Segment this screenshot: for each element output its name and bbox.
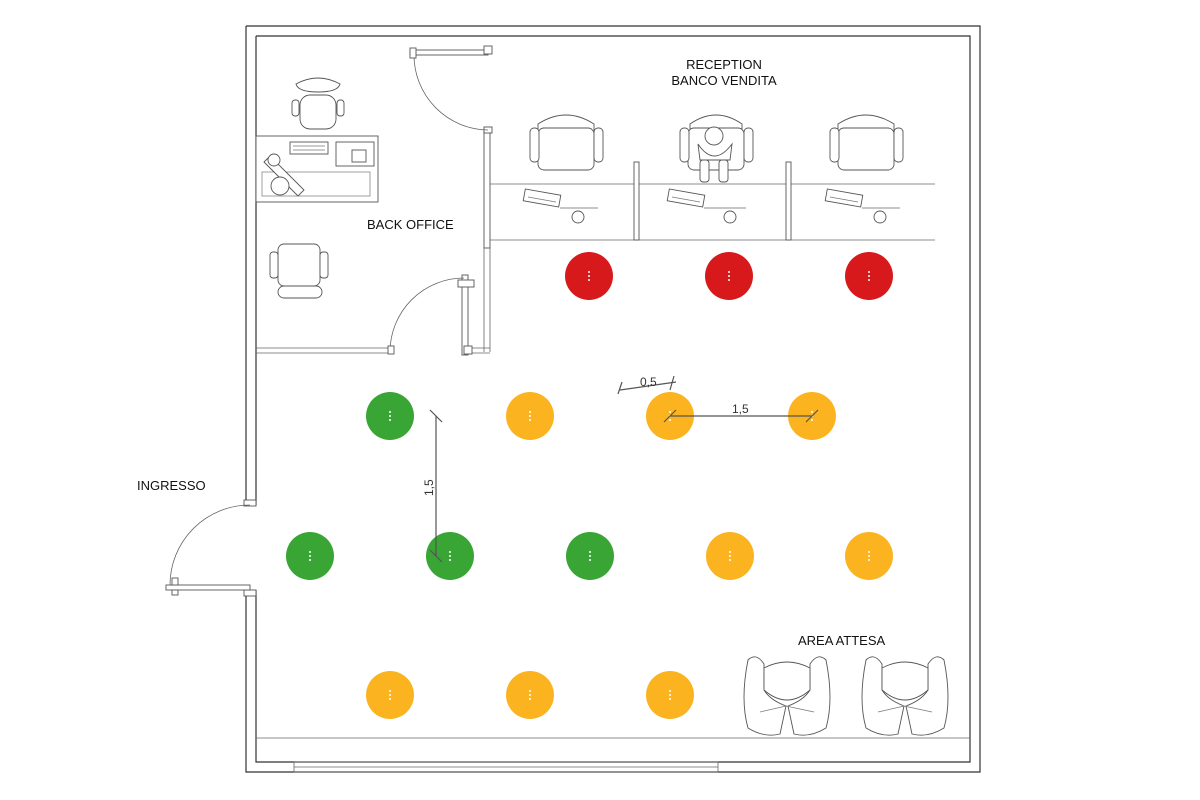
station-dot xyxy=(529,694,531,696)
station-dot xyxy=(728,279,730,281)
station-orange-row3-1 xyxy=(366,671,414,719)
entrance-door xyxy=(165,499,257,597)
station-dot xyxy=(529,411,531,413)
workstation-2 xyxy=(666,188,746,224)
station-green-row2-3 xyxy=(566,532,614,580)
label-ingresso: INGRESSO xyxy=(137,478,206,493)
station-dot xyxy=(811,411,813,413)
reception-chair-3 xyxy=(829,114,904,171)
station-dot xyxy=(728,275,730,277)
station-dot xyxy=(868,275,870,277)
station-dot xyxy=(728,271,730,273)
station-dot xyxy=(669,411,671,413)
station-dot xyxy=(868,271,870,273)
station-dot xyxy=(389,690,391,692)
station-green-row1-1 xyxy=(366,392,414,440)
station-dot xyxy=(529,690,531,692)
station-dot xyxy=(529,415,531,417)
station-green-row2-1 xyxy=(286,532,334,580)
station-dot xyxy=(669,419,671,421)
back-office-walls xyxy=(256,45,493,356)
station-dot xyxy=(588,271,590,273)
station-green-row2-2 xyxy=(426,532,474,580)
dimension-label-horizontal: 1,5 xyxy=(732,402,749,416)
station-dot xyxy=(729,551,731,553)
station-orange-row2-5 xyxy=(845,532,893,580)
station-dot xyxy=(868,279,870,281)
station-dot xyxy=(309,559,311,561)
reception-counter xyxy=(490,161,935,241)
dimension-vertical: 1,5 xyxy=(422,409,443,563)
label-reception: RECEPTION BANCO VENDITA xyxy=(664,57,784,89)
station-dot xyxy=(529,698,531,700)
station-orange-row3-3 xyxy=(646,671,694,719)
label-reception-line1: RECEPTION xyxy=(686,57,762,72)
station-dot xyxy=(669,690,671,692)
workstation-1 xyxy=(522,188,598,224)
back-office-chair-top xyxy=(291,77,345,130)
label-back-office: BACK OFFICE xyxy=(367,217,454,232)
station-dot xyxy=(449,551,451,553)
station-dot xyxy=(449,559,451,561)
station-orange-row1-2 xyxy=(506,392,554,440)
station-red-counter_seats-3 xyxy=(845,252,893,300)
station-dot xyxy=(389,415,391,417)
station-dot xyxy=(389,698,391,700)
back-office-chair-bottom xyxy=(269,243,329,299)
station-dot xyxy=(588,275,590,277)
station-dot xyxy=(729,555,731,557)
station-dot xyxy=(389,411,391,413)
reception-chair-1 xyxy=(529,114,604,171)
dimension-label-vertical: 1,5 xyxy=(422,479,436,496)
station-dot xyxy=(868,551,870,553)
dimension-short: 0,5 xyxy=(617,375,677,395)
label-area-attesa: AREA ATTESA xyxy=(798,633,886,648)
station-dot xyxy=(589,551,591,553)
station-dot xyxy=(309,551,311,553)
station-dot xyxy=(589,559,591,561)
station-dot xyxy=(529,419,531,421)
armchair-2 xyxy=(861,656,949,736)
label-reception-line2: BANCO VENDITA xyxy=(671,73,777,88)
station-dot xyxy=(868,555,870,557)
reception-chair-2-occupied xyxy=(679,114,754,183)
outer-walls xyxy=(245,25,981,773)
station-dot xyxy=(588,279,590,281)
station-dot xyxy=(729,559,731,561)
station-dot xyxy=(811,419,813,421)
station-dot xyxy=(589,555,591,557)
station-dot xyxy=(868,559,870,561)
station-dot xyxy=(669,694,671,696)
station-orange-row3-2 xyxy=(506,671,554,719)
workstation-3 xyxy=(824,188,900,224)
dimension-horizontal: 1,5 xyxy=(663,402,819,423)
station-dot xyxy=(669,698,671,700)
station-dot xyxy=(309,555,311,557)
armchair-1 xyxy=(743,656,831,736)
station-dot xyxy=(449,555,451,557)
station-orange-row2-4 xyxy=(706,532,754,580)
dimension-label-short: 0,5 xyxy=(640,375,657,389)
station-red-counter_seats-2 xyxy=(705,252,753,300)
station-dot xyxy=(389,419,391,421)
station-red-counter_seats-1 xyxy=(565,252,613,300)
back-office-desk xyxy=(255,135,379,203)
station-dot xyxy=(389,694,391,696)
